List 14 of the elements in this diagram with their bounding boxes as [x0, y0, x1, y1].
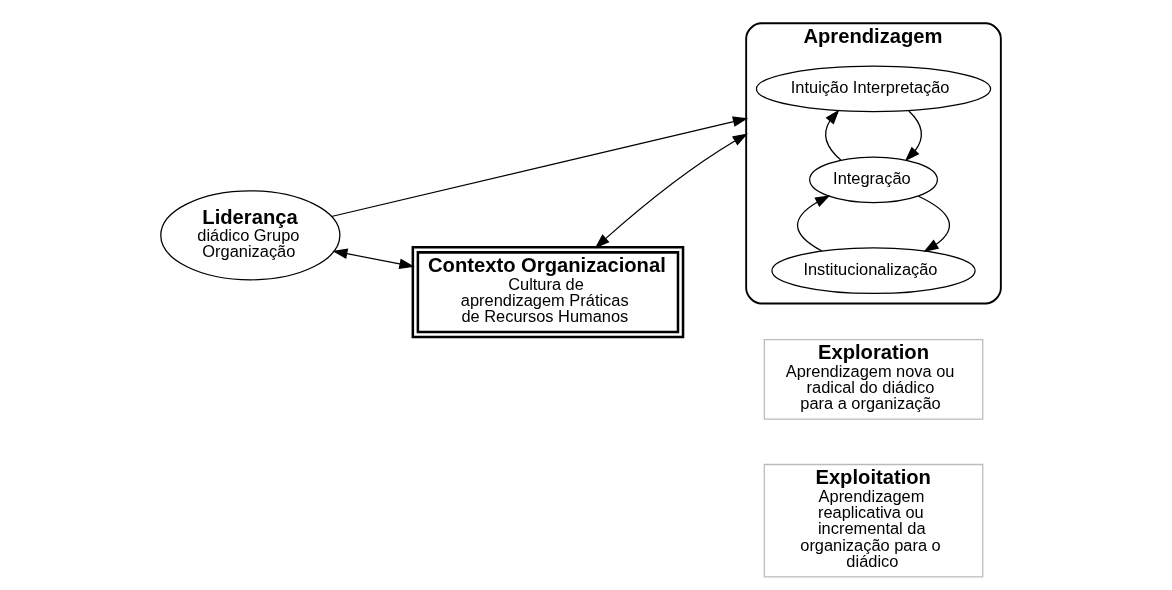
node-box: Exploration Aprendizagem nova ou radical do diádico para a organização — [763, 338, 984, 420]
arrow — [904, 110, 922, 162]
node-ellipse: Institucionalização — [771, 247, 976, 295]
node-ellipse: Liderança diádico Grupo Organização — [160, 190, 341, 281]
node-ellipse: Intuição Interpretação — [755, 65, 992, 113]
node-ellipse: Integração — [809, 156, 938, 204]
arrow — [797, 195, 831, 252]
node-box: Exploitation Aprendizagem reaplicativa ou incremental da organização para o diádico — [763, 463, 984, 578]
arrow — [332, 248, 415, 270]
arrow — [330, 116, 749, 218]
node-box: Contexto Organizacional Cultura de aprendizagem Práticas de Recursos Humanos — [411, 246, 685, 339]
arrow — [825, 109, 842, 161]
arrow — [594, 133, 748, 249]
arrow — [917, 195, 951, 252]
